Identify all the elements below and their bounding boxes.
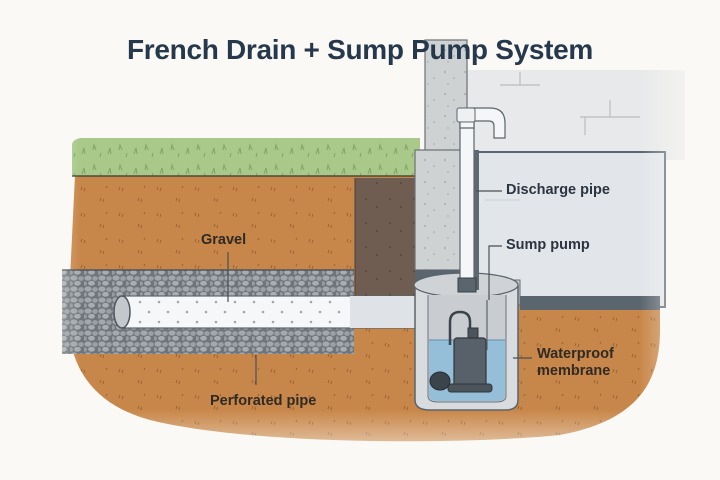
leader-sump-pump: [488, 245, 502, 300]
perforation-hole: [138, 300, 142, 304]
perforation-hole: [157, 300, 161, 304]
perforation-hole: [309, 320, 313, 324]
perforation-hole: [214, 300, 218, 304]
perforation-hole: [176, 300, 180, 304]
perforation-hole: [328, 320, 332, 324]
perforation-hole: [318, 310, 322, 314]
perforation-hole: [261, 310, 265, 314]
perforated-pipe: [113, 295, 431, 329]
vignette-left: [0, 0, 80, 480]
perforation-hole: [195, 320, 199, 324]
perforation-hole: [299, 310, 303, 314]
perforation-hole: [290, 320, 294, 324]
pipe-perforations: [138, 300, 341, 324]
perforation-hole: [309, 300, 313, 304]
perforation-hole: [166, 310, 170, 314]
label-waterproof-membrane-line2: membrane: [537, 363, 611, 379]
perforation-hole: [328, 300, 332, 304]
perforation-hole: [185, 310, 189, 314]
perforation-hole: [252, 320, 256, 324]
perforation-hole: [271, 300, 275, 304]
perforation-hole: [204, 310, 208, 314]
perforation-hole: [271, 320, 275, 324]
perforation-hole: [252, 300, 256, 304]
leader-lines: [227, 190, 532, 385]
label-waterproof-membrane: Waterproof membrane: [537, 346, 614, 380]
perforation-hole: [147, 310, 151, 314]
perforation-hole: [233, 300, 237, 304]
label-discharge-pipe: Discharge pipe: [506, 182, 610, 198]
discharge-pipe: [456, 107, 506, 293]
perforation-hole: [157, 320, 161, 324]
perforation-hole: [337, 310, 341, 314]
perforation-hole: [233, 320, 237, 324]
vignette-bottom: [0, 410, 720, 480]
perforation-hole: [214, 320, 218, 324]
label-gravel: Gravel: [201, 232, 247, 248]
label-waterproof-membrane-line1: Waterproof: [537, 346, 614, 362]
perforation-hole: [280, 310, 284, 314]
perforation-hole: [242, 310, 246, 314]
perforation-hole: [195, 300, 199, 304]
perforation-hole: [176, 320, 180, 324]
label-perforated-pipe: Perforated pipe: [210, 393, 317, 409]
perforation-hole: [223, 310, 227, 314]
perforation-hole: [138, 320, 142, 324]
vignette-right: [640, 0, 720, 480]
sump-pump: [429, 300, 493, 393]
diagram-title: French Drain + Sump Pump System: [126, 34, 594, 65]
perforation-hole: [290, 300, 294, 304]
grass-layer: [72, 138, 420, 177]
label-sump-pump: Sump pump: [506, 237, 590, 253]
